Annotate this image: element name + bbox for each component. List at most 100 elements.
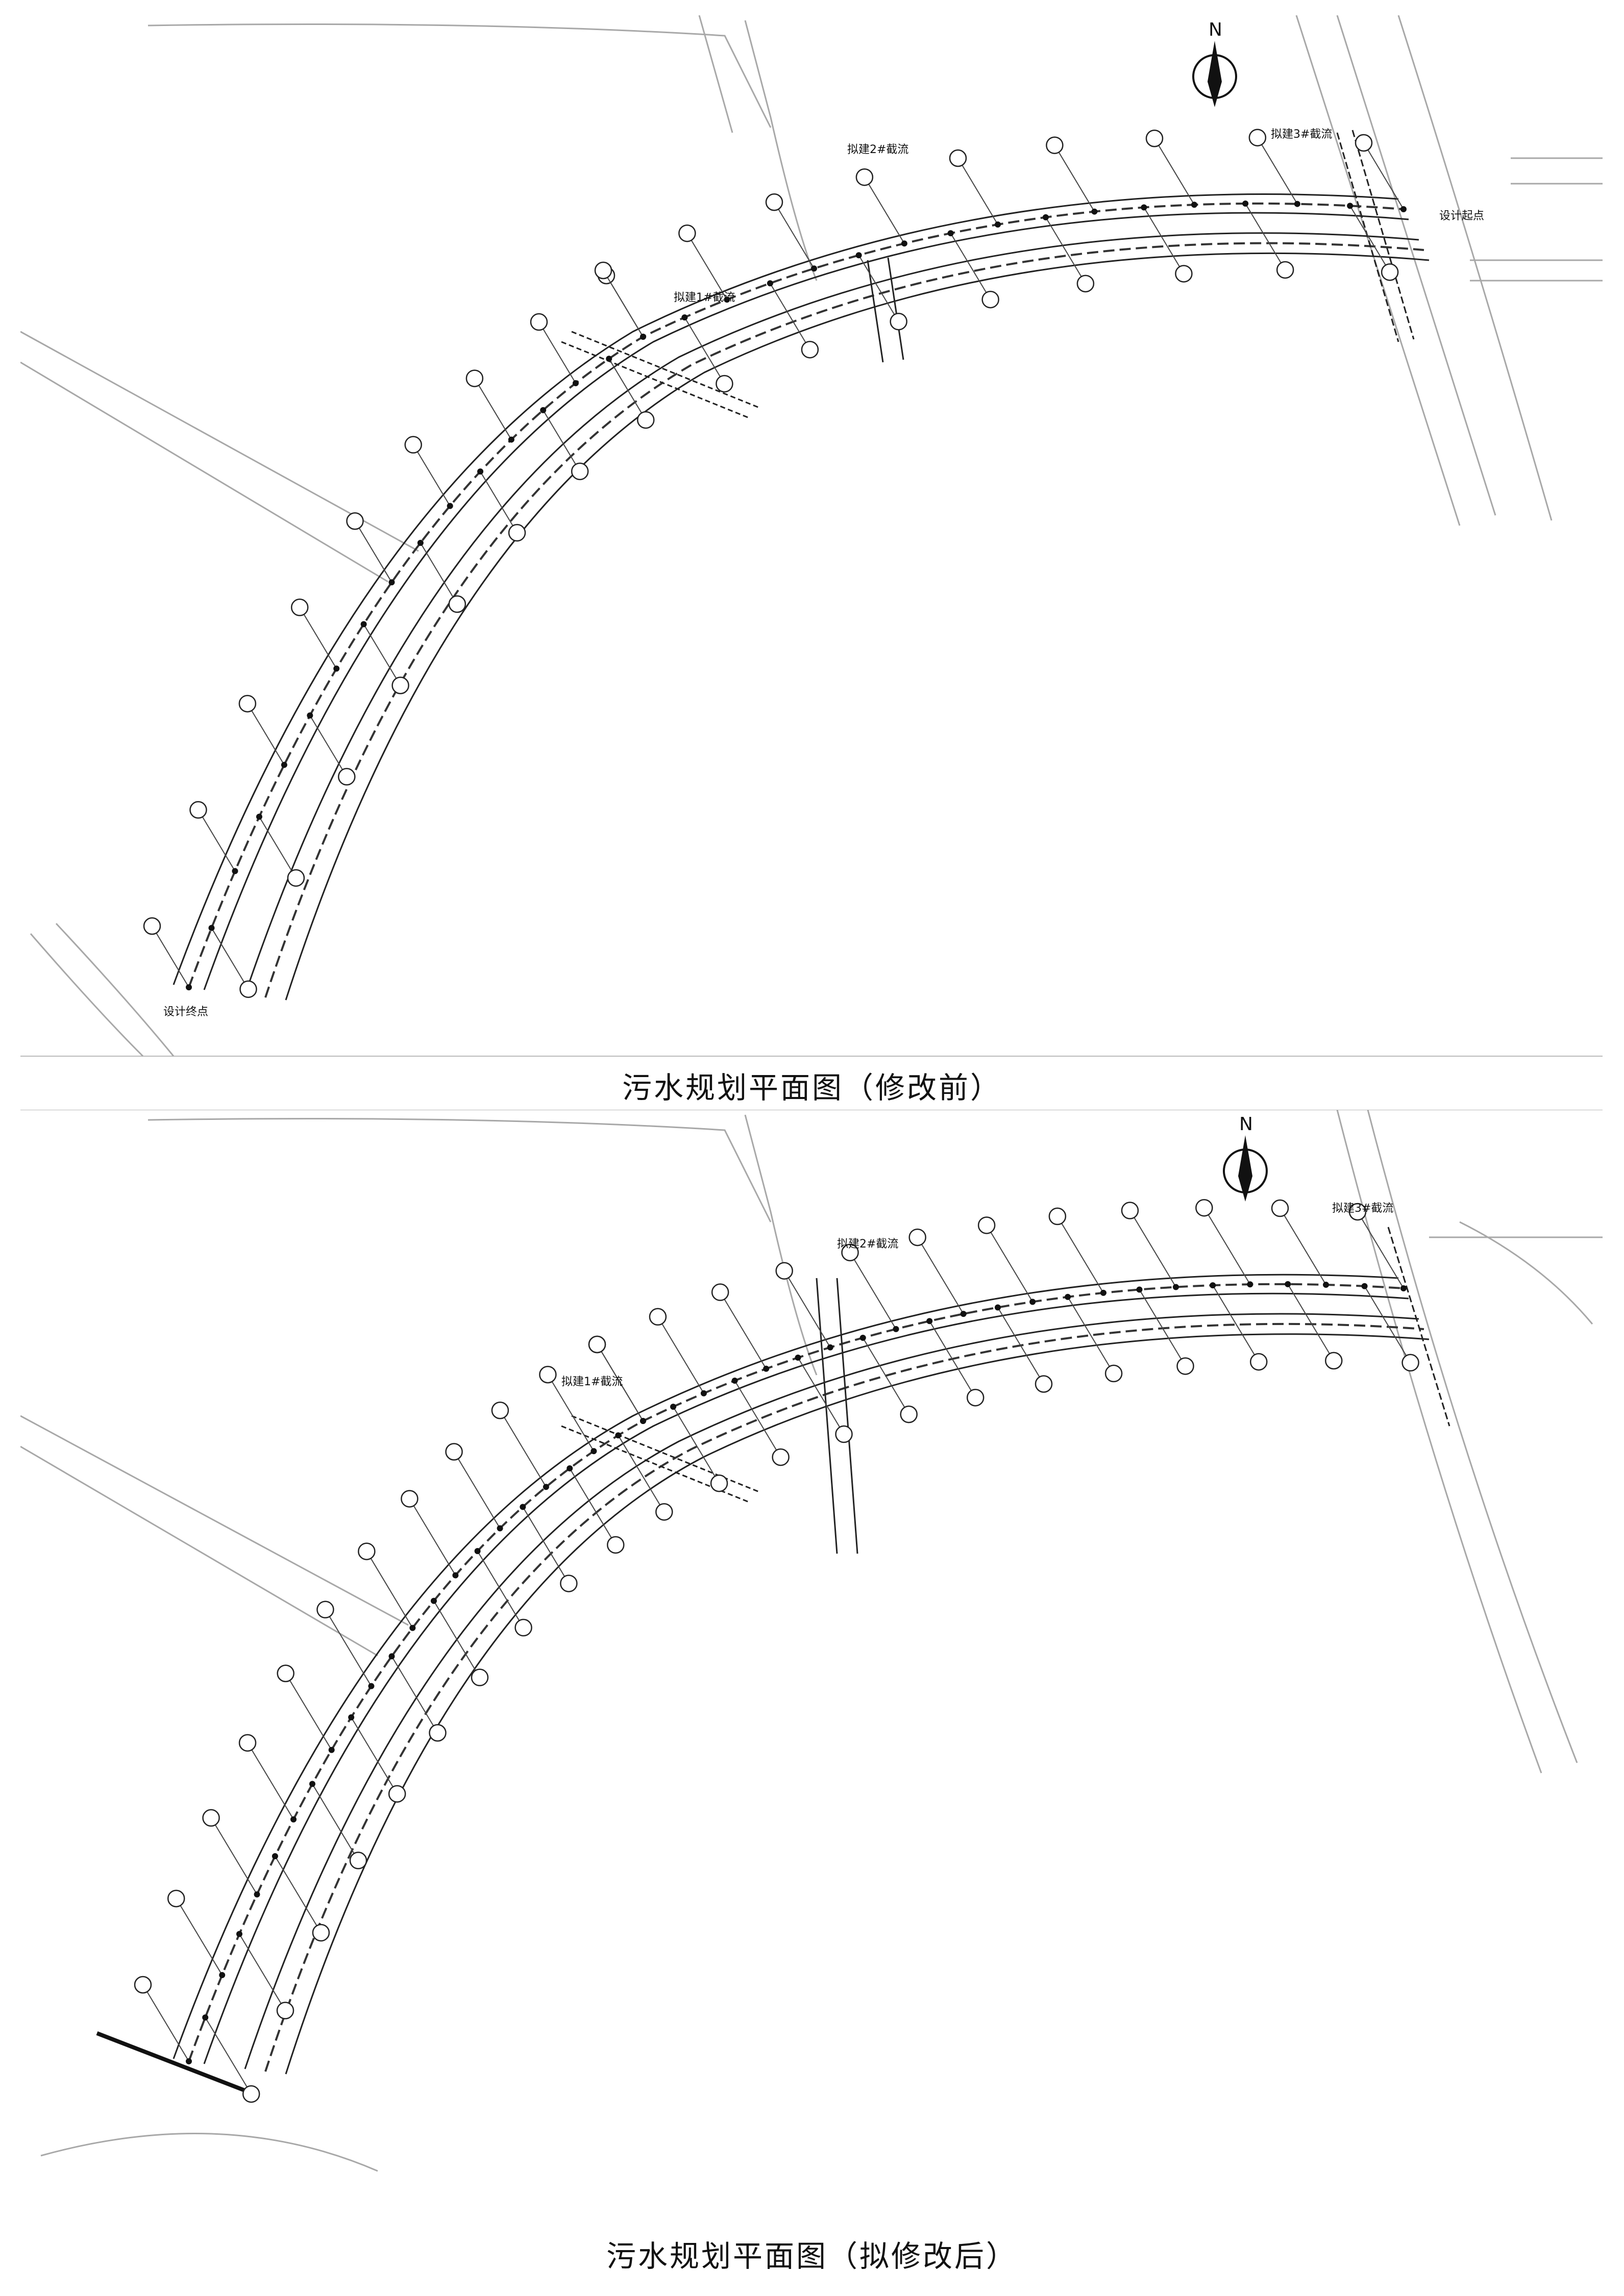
manhole-icon (1104, 1364, 1123, 1383)
pipe-node (309, 1781, 315, 1787)
pipe-node (360, 621, 367, 628)
leader-line (299, 607, 337, 669)
leader-line (858, 255, 899, 322)
manhole-icon (316, 1601, 334, 1618)
manhole-icon (636, 411, 655, 429)
leader-line (142, 1984, 189, 2062)
road-corridor (173, 1274, 1430, 2075)
pipe-node (236, 1931, 242, 1937)
leader-line (325, 1609, 372, 1687)
pipe-node (430, 1598, 437, 1604)
manhole-icon (143, 917, 161, 935)
pipe-node (543, 1484, 549, 1490)
leader-line (176, 1898, 223, 1976)
manhole-icon (530, 313, 548, 331)
pipe-node (724, 296, 730, 303)
manhole-icon (239, 980, 257, 998)
annotation-middle: 拟建2#截流 (837, 1238, 898, 1251)
leader-line (917, 1237, 964, 1314)
leader-line (1139, 1289, 1186, 1366)
pipe-node (1172, 1284, 1179, 1290)
pipe-node (615, 1432, 622, 1439)
leader-line (152, 926, 189, 988)
pipe-node (827, 1344, 833, 1351)
manhole-icon (1035, 1375, 1053, 1393)
leader-line (354, 520, 392, 583)
leader-line (1067, 1296, 1114, 1374)
pipe-node (859, 1335, 866, 1341)
pipe-node (290, 1816, 297, 1823)
manhole-icon (841, 1243, 859, 1262)
leader-line (1212, 1285, 1260, 1362)
leader-line (1054, 145, 1095, 212)
leader-line (420, 542, 458, 605)
leader-line (1129, 1210, 1176, 1288)
leader-line (684, 317, 725, 384)
manhole-icon (1325, 1352, 1343, 1370)
manhole-icon (388, 1785, 406, 1803)
manhole-icon (560, 1575, 578, 1592)
pipe-node (348, 1714, 355, 1720)
leader-line (686, 233, 728, 300)
manhole-icon (338, 768, 356, 786)
manhole-icon (1048, 1207, 1067, 1226)
manhole-icon (801, 340, 819, 359)
design-start-label: 设计起点 (1439, 210, 1484, 222)
design-end-label: 设计终点 (163, 1006, 208, 1018)
leader-line (862, 1337, 909, 1415)
manhole-icon (1381, 263, 1399, 281)
leader-line (433, 1601, 480, 1678)
pipe-node (1247, 1281, 1253, 1288)
manhole-icon (404, 436, 422, 454)
leader-line (569, 1468, 617, 1545)
leader-line (198, 809, 236, 871)
leader-line (259, 816, 297, 879)
manhole-icon (890, 312, 907, 331)
sewer-pipes (188, 1283, 1424, 2072)
river-crossings (561, 130, 1415, 419)
manhole-icon (238, 1734, 257, 1752)
pipe-node (1242, 200, 1249, 207)
manhole-icon (391, 677, 409, 694)
pipe-node (452, 1572, 459, 1579)
pipe-node (670, 1404, 677, 1410)
pipe-node (307, 712, 313, 719)
pipe-node (1091, 208, 1098, 215)
manhole-icon (588, 1335, 606, 1354)
pipe-node (606, 356, 612, 362)
sewer-pipes (188, 202, 1424, 998)
leader-line (849, 1252, 897, 1330)
pipe-node (567, 1465, 573, 1471)
leader-line (797, 1357, 845, 1435)
manhole-icon (855, 168, 874, 186)
pipe-node (995, 221, 1001, 228)
leader-line (477, 1551, 524, 1628)
manhole-icon (655, 1503, 673, 1521)
leader-line (547, 1374, 595, 1452)
leader-line (210, 1817, 258, 1895)
manhole-icon (649, 1308, 667, 1326)
manhole-icon (772, 1448, 790, 1466)
north-label: N (1239, 1114, 1253, 1135)
manhole-icon (1145, 130, 1164, 147)
manhole-icon (1176, 1357, 1194, 1375)
leader-line (205, 2017, 252, 2094)
pipe-node (186, 984, 192, 990)
manhole-icon (949, 149, 967, 167)
caption-after: 污水规划平面图（拟修改后） (606, 2239, 1018, 2274)
leader-line (247, 1742, 294, 1820)
manhole-icon (514, 1618, 532, 1637)
manhole-icon (349, 1852, 367, 1869)
pipe-node (254, 1891, 260, 1898)
leader-line (538, 321, 576, 384)
manhole-icon (977, 1216, 996, 1234)
leader-line (285, 1673, 332, 1751)
pipe-node (995, 1304, 1001, 1311)
plan-before-drawing: N 拟建1#截流 拟建2#截流 拟建3#截流 设计起点 设计终点 (20, 15, 1603, 1057)
manhole-icon (445, 1443, 463, 1461)
manhole-icon (716, 375, 733, 393)
manhole-icon (1249, 1353, 1268, 1371)
plan-after-panel: N 拟建2#截流 拟建3#截流 拟建1#截流 (20, 1110, 1603, 2191)
leader-line (309, 715, 348, 777)
pipe-node (388, 1653, 395, 1660)
